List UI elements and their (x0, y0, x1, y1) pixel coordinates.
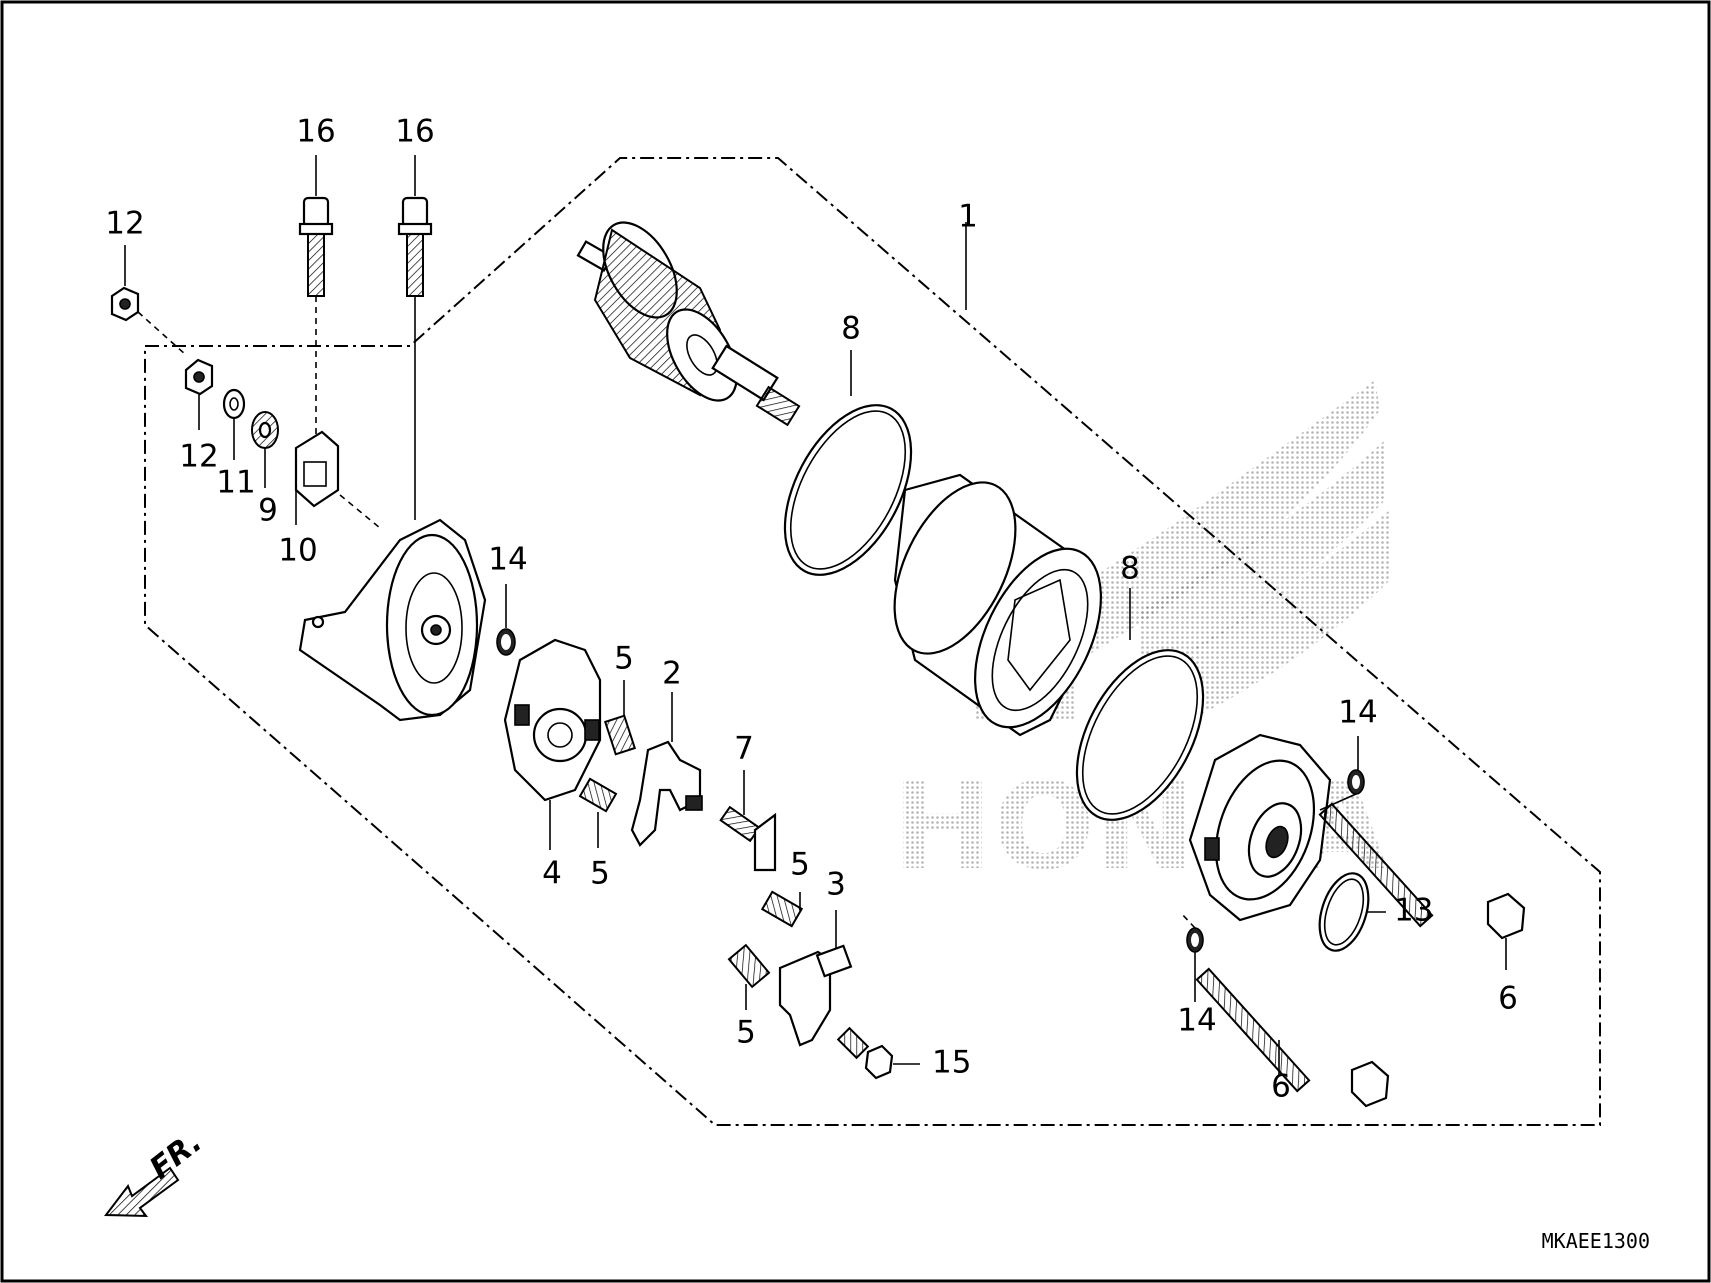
screw-7 (719, 805, 777, 872)
callout-14-right-upper: 14 (1338, 695, 1377, 731)
washer-11 (222, 388, 246, 420)
callout-7: 7 (734, 731, 754, 767)
callout-9: 9 (258, 493, 278, 529)
spring-5b (578, 777, 618, 813)
rear-cover (298, 518, 487, 722)
armature (576, 221, 801, 427)
callout-5b: 5 (590, 856, 610, 892)
brush-3 (778, 944, 853, 1047)
callout-5c: 5 (790, 847, 810, 883)
bolt-16-right (397, 196, 433, 297)
o-ring-14-left (496, 628, 516, 656)
nut-12-outer (110, 286, 140, 322)
leader-lines (124, 155, 1507, 1075)
callout-16-left: 16 (296, 114, 335, 150)
brush-2 (630, 740, 703, 847)
spring-5a (603, 714, 637, 756)
callout-10: 10 (278, 533, 317, 569)
callout-5a: 5 (614, 641, 634, 677)
callout-labels: 16 16 12 12 11 9 10 1 8 8 14 5 2 4 5 7 5… (105, 114, 1518, 1105)
callout-15: 15 (932, 1045, 971, 1081)
o-ring-14-right-upper (1347, 769, 1365, 795)
callout-3: 3 (826, 867, 846, 903)
long-bolt-6-right (1318, 802, 1526, 940)
callout-16-right: 16 (395, 114, 434, 150)
bolt-16-left (298, 196, 334, 297)
yoke (893, 473, 1102, 737)
callout-14-left: 14 (488, 542, 527, 578)
o-ring-8-upper (783, 404, 913, 576)
front-arrow-icon (104, 1166, 180, 1218)
front-label: FR. (143, 1125, 208, 1187)
callout-1: 1 (958, 199, 978, 235)
catalog-code: MKAEE1300 (1542, 1229, 1650, 1253)
bolt-15 (836, 1026, 894, 1080)
o-ring-14-right-lower (1186, 927, 1204, 953)
callout-13: 13 (1394, 893, 1433, 929)
callout-12-outer: 12 (105, 206, 144, 242)
callout-14-right-lower: 14 (1177, 1003, 1216, 1039)
o-ring-13 (1318, 872, 1370, 952)
front-cover (1188, 733, 1332, 922)
nut-9 (251, 411, 279, 449)
assembly-outline (144, 157, 1601, 1126)
front-direction-indicator: FR. (104, 1125, 209, 1218)
callout-6-right: 6 (1498, 981, 1518, 1017)
callout-11: 11 (216, 465, 255, 501)
spring-5c (760, 890, 804, 928)
terminal-insulator-10 (294, 430, 340, 508)
callout-6-left: 6 (1271, 1069, 1291, 1105)
brush-holder-4 (503, 638, 602, 802)
callout-5d: 5 (736, 1015, 756, 1051)
long-bolt-6-left (1195, 967, 1390, 1108)
callout-8-upper: 8 (841, 311, 861, 347)
nut-12-inner (184, 358, 214, 396)
callout-2: 2 (662, 656, 682, 692)
callout-8-lower: 8 (1120, 551, 1140, 587)
callout-12-inner: 12 (179, 439, 218, 475)
o-ring-8-lower (1075, 649, 1205, 821)
callout-4: 4 (542, 856, 562, 892)
spring-5d (727, 943, 771, 989)
